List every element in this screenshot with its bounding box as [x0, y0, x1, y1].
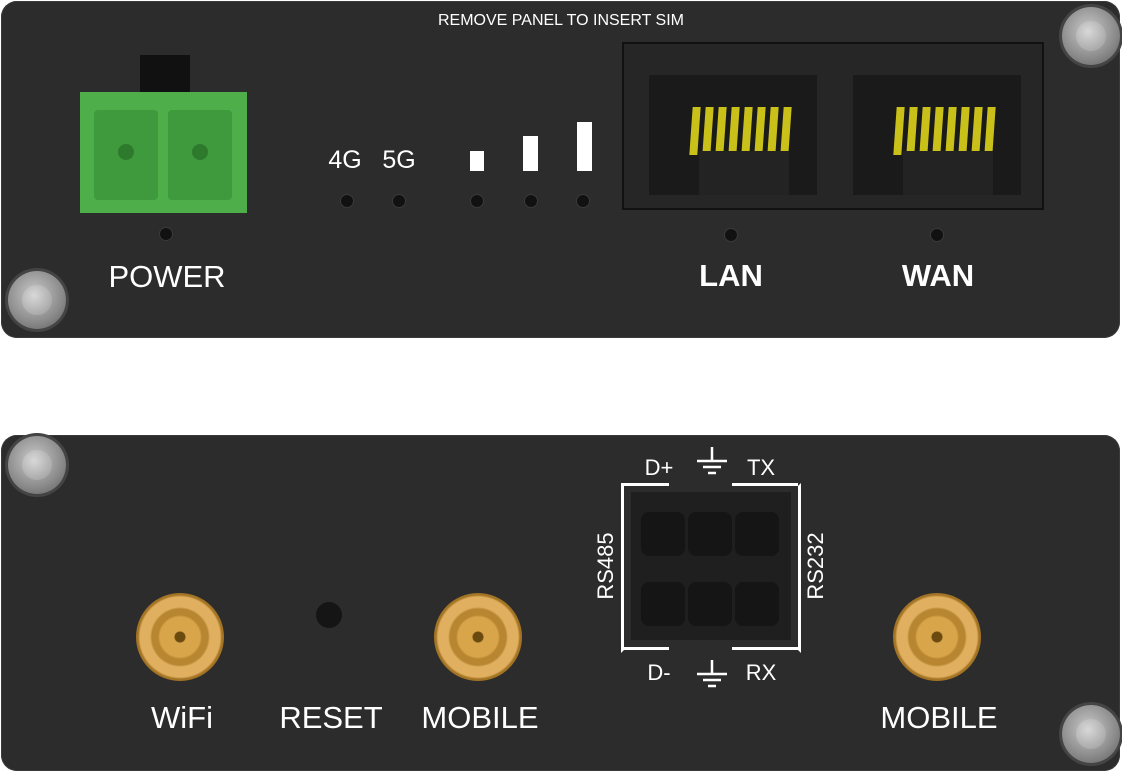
rs485-label: RS485: [593, 532, 618, 600]
signal-led-1: [471, 195, 483, 207]
mobile-antenna-connector-2[interactable]: [893, 593, 981, 681]
back-panel: WiFi RESET MOBILE MOBILE D+ TX D- RX RS4…: [1, 435, 1120, 771]
power-label: POWER: [108, 259, 226, 294]
lan-label: LAN: [699, 258, 763, 293]
lan-port[interactable]: [649, 75, 817, 195]
lan-led: [725, 229, 737, 241]
signal-led-2: [525, 195, 537, 207]
power-led: [160, 228, 172, 240]
ground-icon: [697, 660, 727, 688]
screw-icon: [8, 271, 66, 329]
screw-icon: [1062, 705, 1120, 763]
signal-bar-2-icon: [523, 136, 538, 171]
signal-led-3: [577, 195, 589, 207]
d-minus-label: D-: [647, 660, 671, 685]
wan-label: WAN: [901, 258, 975, 293]
screw-icon: [1062, 7, 1120, 65]
serial-frame: [621, 483, 801, 653]
tx-label: TX: [746, 455, 776, 480]
wan-port[interactable]: [853, 75, 1021, 195]
4g-label: 4G: [328, 146, 362, 174]
ground-icon: [697, 447, 727, 475]
4g-led: [341, 195, 353, 207]
rs232-label: RS232: [803, 532, 828, 600]
reset-button[interactable]: [316, 602, 342, 628]
power-connector-latch: [140, 55, 190, 95]
screw-icon: [8, 436, 66, 494]
front-panel: REMOVE PANEL TO INSERT SIM POWER 4G 5G L…: [1, 1, 1120, 338]
mobile-label-1: MOBILE: [421, 700, 539, 735]
5g-led: [393, 195, 405, 207]
reset-label: RESET: [279, 700, 383, 735]
d-plus-label: D+: [644, 455, 674, 480]
signal-bar-1-icon: [470, 151, 484, 171]
wifi-label: WiFi: [151, 700, 213, 735]
rx-label: RX: [745, 660, 777, 685]
serial-terminal-block[interactable]: [631, 492, 791, 640]
signal-bar-3-icon: [577, 122, 592, 171]
mobile-antenna-connector-1[interactable]: [434, 593, 522, 681]
mobile-label-2: MOBILE: [880, 700, 998, 735]
wan-led: [931, 229, 943, 241]
ethernet-ports-frame: [624, 44, 1042, 208]
wifi-antenna-connector[interactable]: [136, 593, 224, 681]
sim-notice: REMOVE PANEL TO INSERT SIM: [438, 12, 684, 29]
power-connector[interactable]: [80, 92, 247, 213]
5g-label: 5G: [382, 146, 416, 174]
